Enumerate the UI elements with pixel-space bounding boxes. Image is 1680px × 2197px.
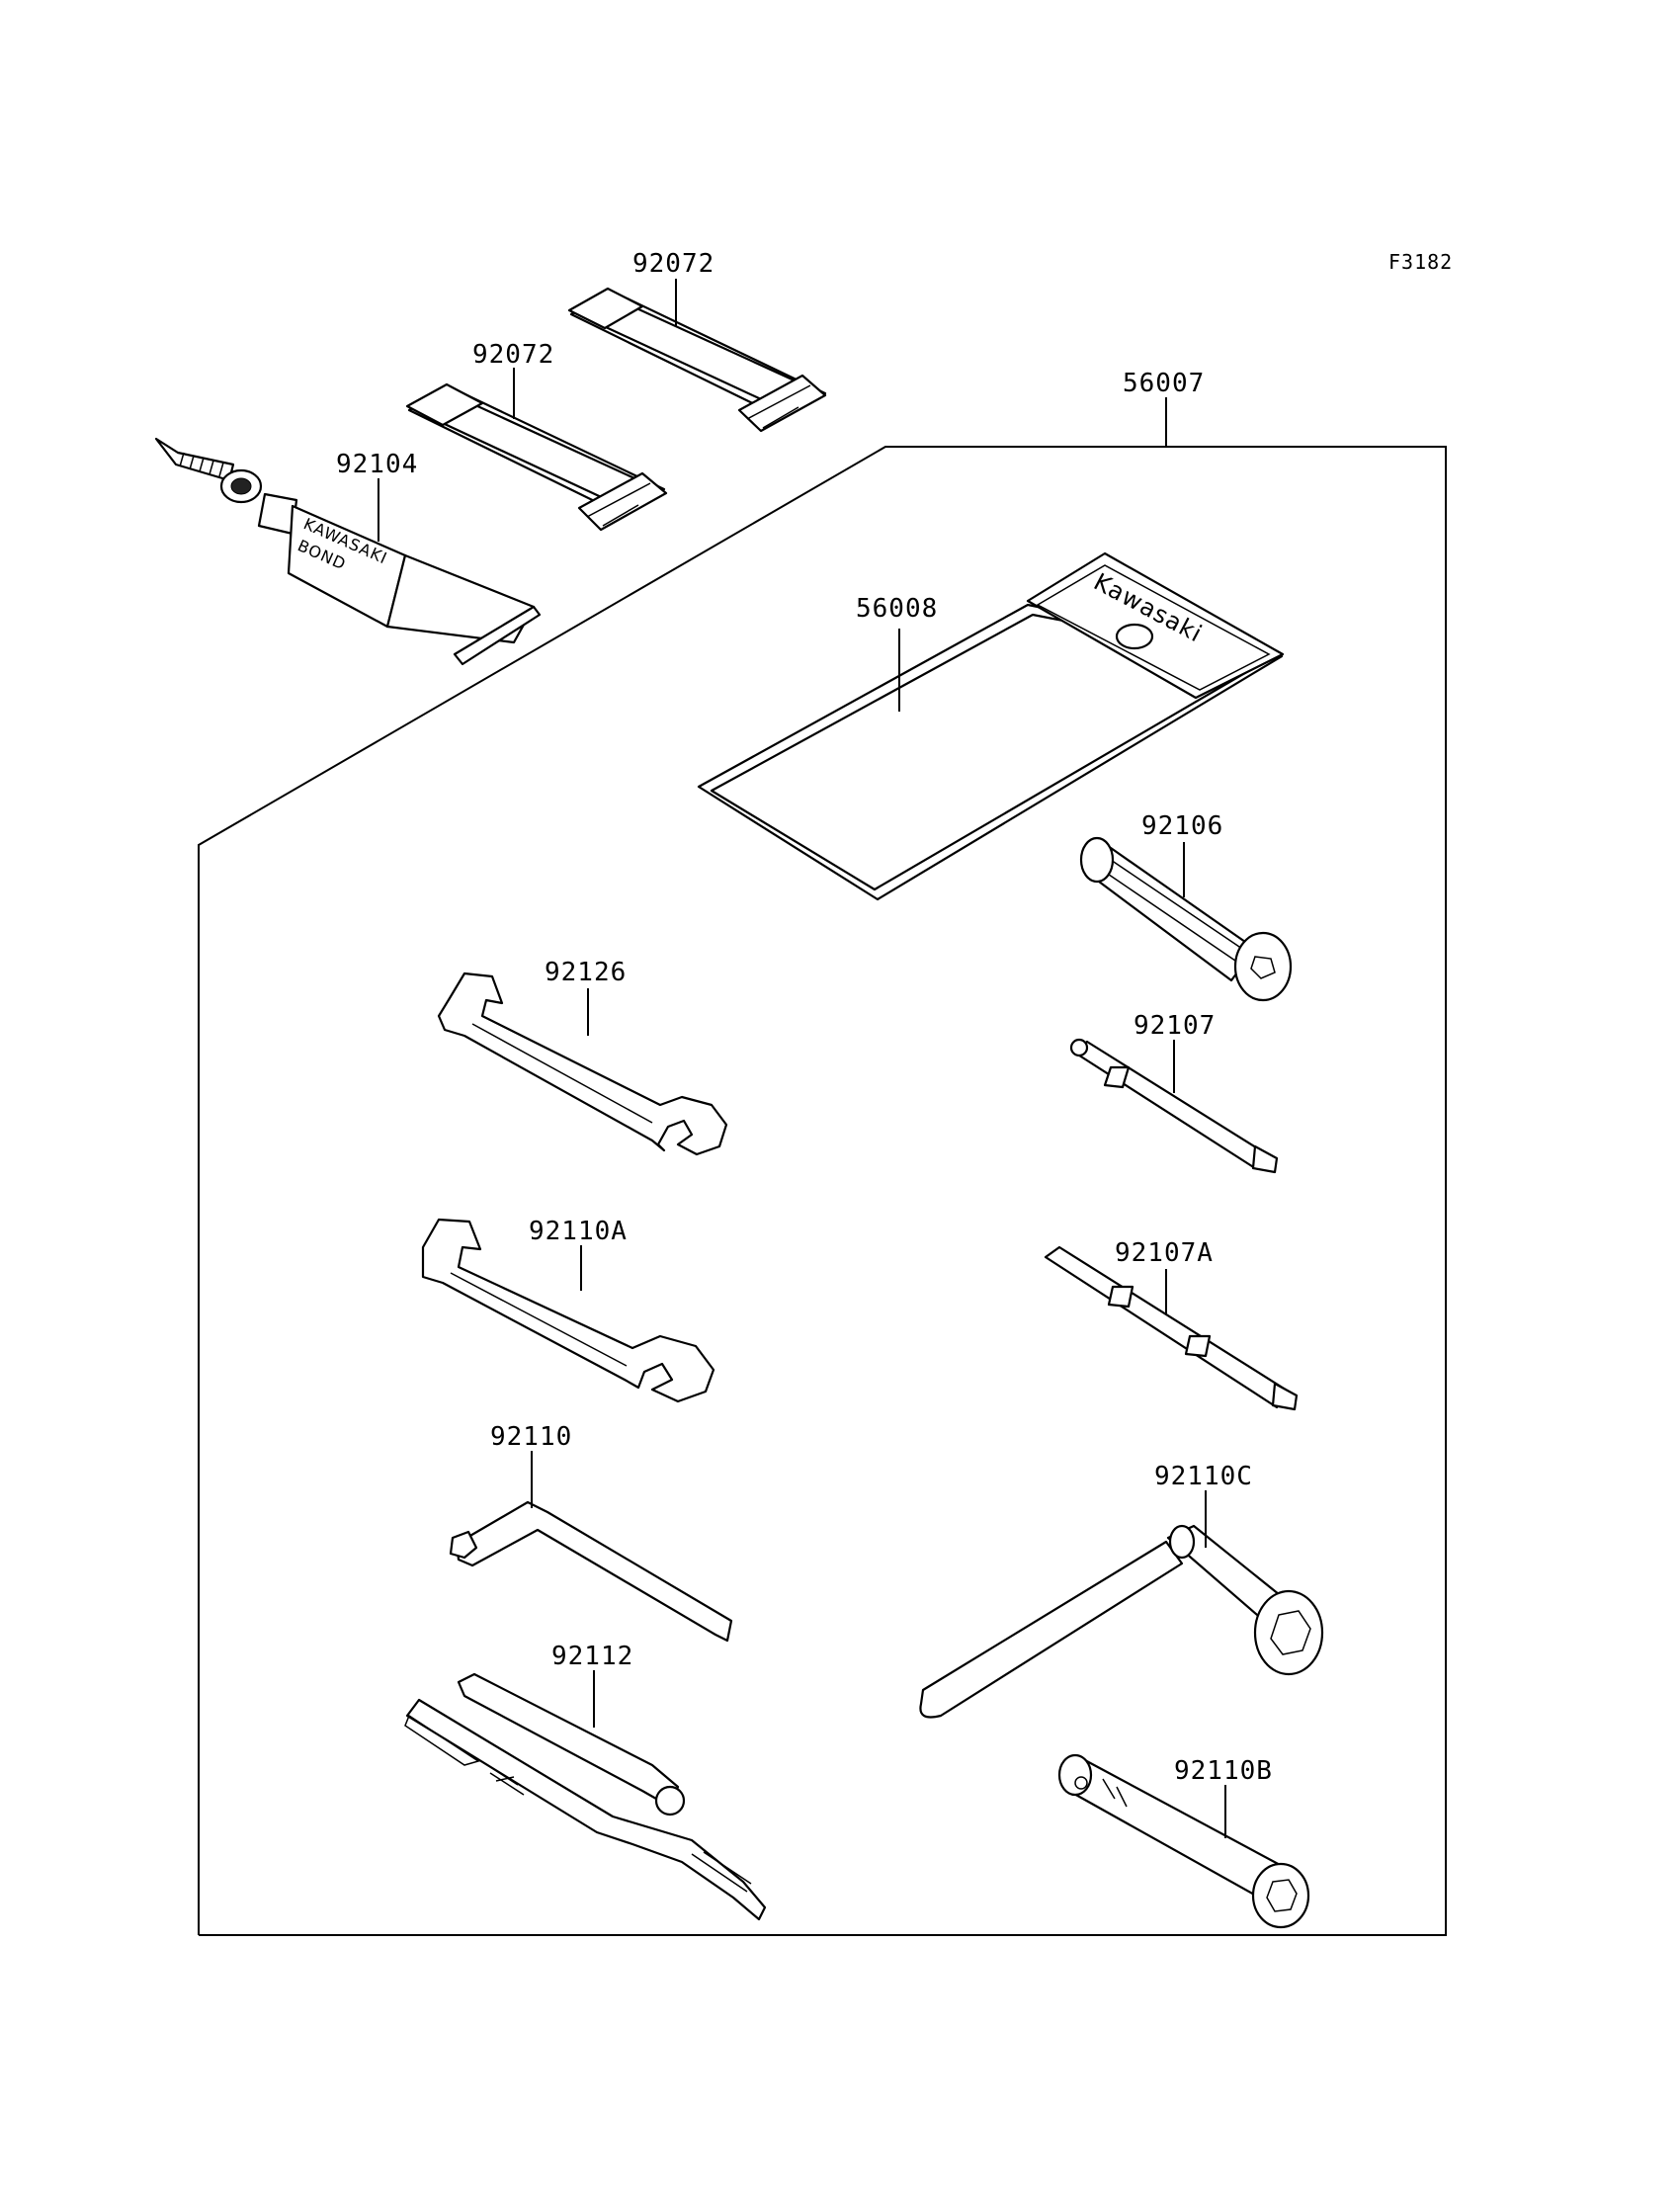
pliers-drawing	[404, 1672, 767, 1921]
wrench-92126-drawing	[437, 972, 728, 1156]
part-label-92106: 92106	[1141, 811, 1223, 841]
part-label-92072-lower: 92072	[472, 340, 554, 370]
tool-pouch-drawing: Kawasaki	[697, 551, 1285, 901]
part-label-92107a: 92107A	[1115, 1238, 1214, 1268]
battery-strap-lower-drawing	[405, 382, 668, 532]
screwdriver-grip-drawing	[1079, 836, 1293, 1002]
plug-wrench-drawing	[919, 1524, 1324, 1719]
part-label-92107: 92107	[1134, 1011, 1216, 1041]
box-wrench-drawing	[1057, 1753, 1310, 1929]
part-label-92110a: 92110A	[529, 1217, 628, 1246]
part-label-92110c: 92110C	[1154, 1462, 1253, 1491]
wrench-92110a-drawing	[421, 1218, 715, 1403]
part-label-56008: 56008	[856, 594, 938, 624]
screwdriver-bit-92107a-drawing	[1044, 1245, 1299, 1411]
figure-code: F3182	[1388, 250, 1453, 274]
part-label-92072-upper: 92072	[632, 249, 714, 279]
part-label-92110b: 92110B	[1174, 1756, 1273, 1786]
leader-lines	[378, 279, 1226, 1838]
battery-strap-upper-drawing	[567, 287, 827, 433]
screwdriver-bit-92107-drawing	[1069, 1038, 1279, 1174]
part-label-92110: 92110	[490, 1422, 572, 1452]
hex-key-drawing	[449, 1500, 733, 1643]
part-label-92112: 92112	[551, 1642, 633, 1671]
part-label-92104: 92104	[336, 450, 418, 479]
part-label-92126: 92126	[545, 958, 627, 987]
part-label-56007: 56007	[1123, 369, 1205, 398]
